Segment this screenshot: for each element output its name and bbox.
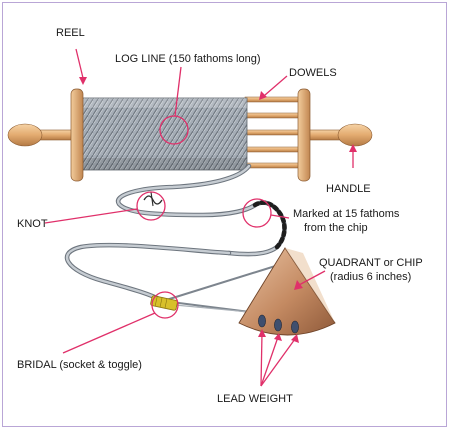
right-handle [305,123,373,147]
label-handle: HANDLE [326,183,371,195]
label-quadrant-line1: QUADRANT or CHIP [319,257,423,269]
log-line-rope [64,163,287,304]
dowels [244,96,302,169]
label-dowels: DOWELS [289,67,337,79]
diagram-canvas: REEL LOG LINE (150 fathoms long) DOWELS … [2,2,447,427]
label-knot: KNOT [17,218,48,230]
left-handle [7,123,76,147]
log-line-illustration [7,48,373,387]
reel [7,88,373,182]
label-reel: REEL [56,27,85,39]
label-marked-line1: Marked at 15 fathoms [293,208,400,220]
label-bridal: BRIDAL (socket & toggle) [17,359,142,371]
label-marked-line2: from the chip [304,222,368,234]
label-quadrant-line2: (radius 6 inches) [330,271,412,283]
lead-weight-holes [258,314,299,334]
left-end-plate [70,88,84,182]
label-log-line: LOG LINE (150 fathoms long) [115,53,261,65]
coiled-log-line [80,97,248,171]
callouts [44,48,357,387]
quadrant-chip [238,247,336,336]
socket-toggle [150,295,178,311]
right-end-plate [297,88,311,182]
label-lead-weight: LEAD WEIGHT [217,393,293,405]
knot [143,191,163,207]
